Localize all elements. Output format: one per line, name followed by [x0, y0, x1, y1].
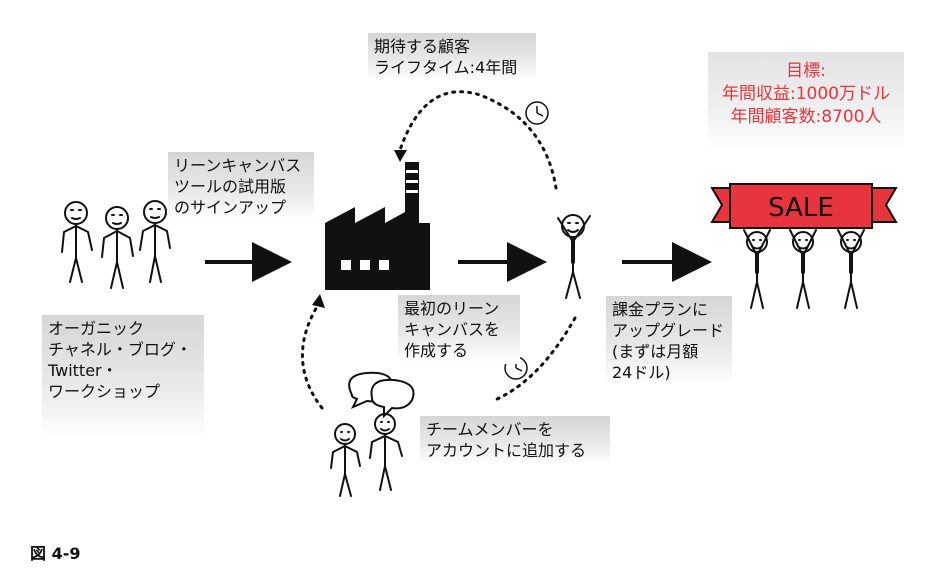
sale-banner — [710, 183, 898, 229]
team-members-icon — [330, 413, 403, 497]
organic-line-2: チャネル・ブログ・ — [48, 340, 192, 359]
upgrade-line-1: 課金プランに — [612, 300, 709, 319]
expected-lifetime-label: 期待する顧客 ライフタイム:4年間 — [368, 33, 536, 81]
expected-line-1: 期待する顧客 — [374, 37, 471, 56]
trial-signup-label: リーンキャンバス ツールの試用版 のサインアップ — [168, 152, 314, 221]
dotted-arrow-head-left — [312, 294, 325, 308]
team-line-2: アカウントに追加する — [426, 441, 587, 460]
organic-channels-label: オーガニック チャネル・ブログ・ Twitter・ ワークショップ — [42, 315, 204, 439]
first-canvas-label: 最初のリーン キャンバスを 作成する — [398, 295, 520, 364]
first-canvas-line-2: キャンバスを — [404, 320, 501, 339]
upgrade-line-4: 24ドル) — [612, 363, 671, 382]
figure-caption: 図 4-9 — [30, 544, 81, 563]
sale-text: SALE — [768, 193, 834, 223]
trial-line-2: ツールの試用版 — [174, 177, 287, 196]
first-canvas-line-1: 最初のリーン — [404, 299, 500, 318]
expected-line-2: ライフタイム:4年間 — [374, 58, 518, 77]
organic-line-1: オーガニック — [48, 319, 145, 338]
team-line-1: チームメンバーを — [426, 420, 554, 439]
dotted-arrow-expected — [398, 90, 558, 190]
organic-line-4: ワークショップ — [48, 382, 161, 401]
add-team-label: チームメンバーを アカウントに追加する — [420, 416, 610, 464]
sale-team-icon — [743, 229, 865, 309]
goal-customers: 年間顧客数:8700人 — [730, 107, 882, 127]
first-canvas-line-3: 作成する — [404, 341, 469, 360]
upgrade-label: 課金プランに アップグレード (まずは月額 24ドル) — [606, 296, 732, 386]
customers-group-icon — [61, 200, 171, 289]
upgrade-line-3: (まずは月額 — [612, 342, 699, 361]
trial-line-1: リーンキャンバス — [174, 156, 302, 175]
dotted-arrow-team-right — [493, 316, 577, 402]
factory-icon — [325, 162, 430, 290]
organic-line-3: Twitter・ — [48, 361, 118, 380]
goal-box: 目標: 年間収益:1000万ドル 年間顧客数:8700人 — [708, 52, 904, 150]
dotted-arrow-head — [394, 150, 407, 162]
team-chat-icon — [348, 371, 415, 419]
goal-title: 目標: — [786, 61, 826, 81]
upgrade-line-2: アップグレード — [612, 321, 725, 340]
trial-line-3: のサインアップ — [174, 198, 287, 217]
dotted-arrow-team-left — [300, 303, 324, 410]
clock-icon — [525, 101, 549, 125]
goal-revenue: 年間収益:1000万ドル — [722, 84, 890, 104]
happy-user-icon — [557, 214, 591, 299]
